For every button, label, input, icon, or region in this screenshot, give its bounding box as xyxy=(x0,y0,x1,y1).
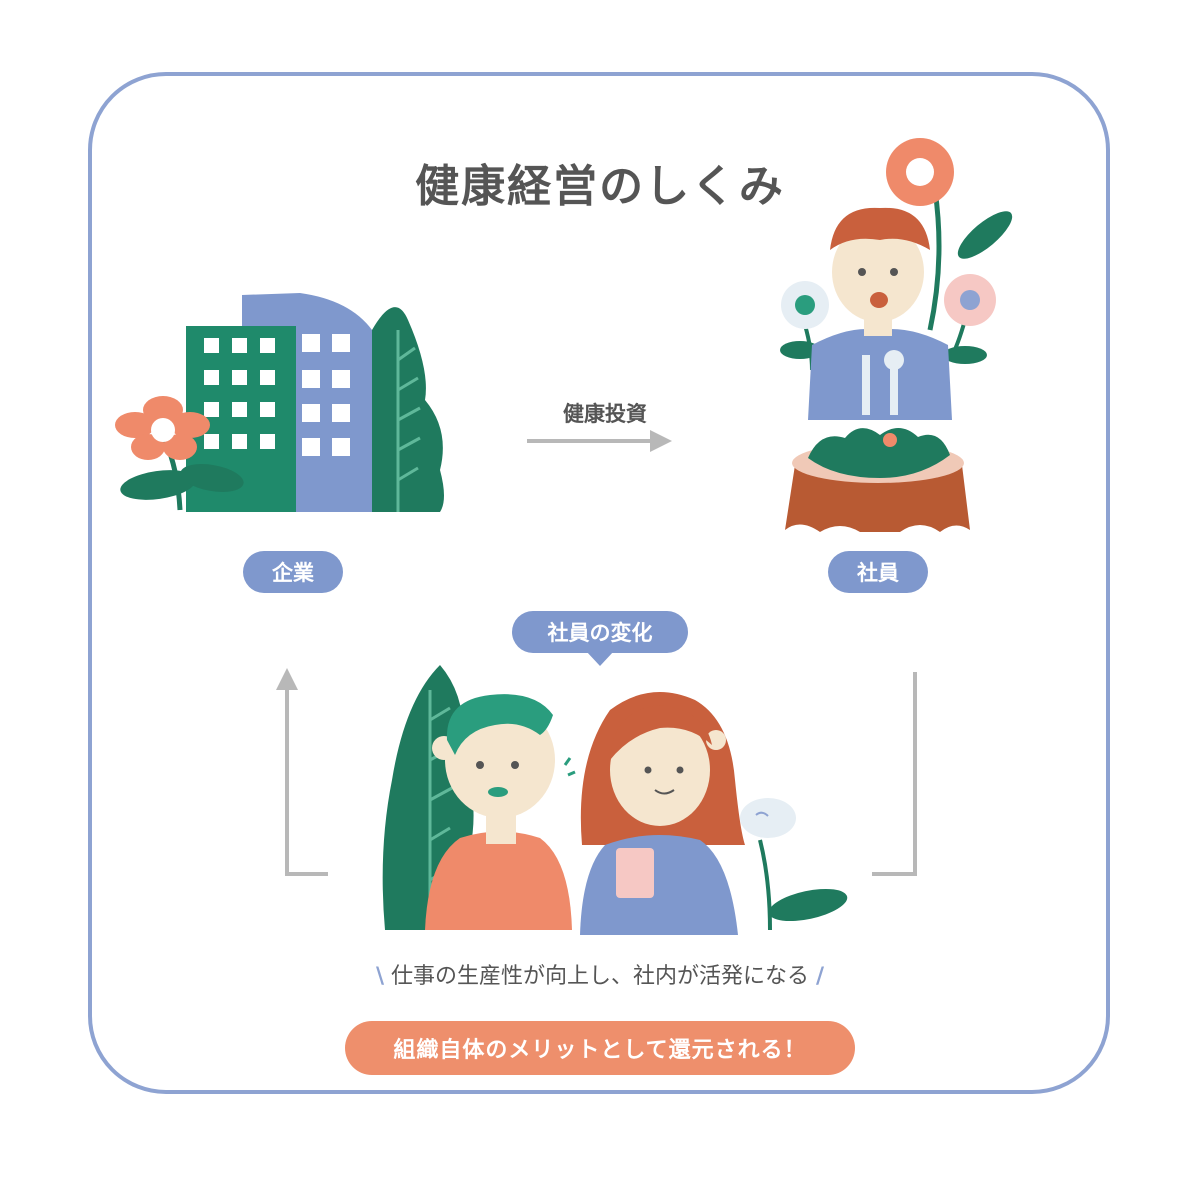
arrow-up-icon xyxy=(276,668,328,876)
node-employee: 社員 xyxy=(828,551,928,593)
flower-icon xyxy=(115,396,244,511)
arrow-label: 健康投資 xyxy=(563,402,647,426)
arrow-right-icon xyxy=(527,430,672,452)
node-change: 社員の変化 xyxy=(512,611,688,653)
summary-line: \ 仕事の生産性が向上し、社内が活発になる / xyxy=(0,958,1200,990)
employee-illustration xyxy=(780,138,1013,532)
summary-text: 仕事の生産性が向上し、社内が活発になる xyxy=(390,964,809,989)
connector-line-right xyxy=(872,672,917,876)
diagram-frame xyxy=(88,72,1110,1094)
slash-right: / xyxy=(816,964,825,989)
slash-left: \ xyxy=(375,964,384,989)
node-company: 企業 xyxy=(243,551,343,593)
colleagues-illustration xyxy=(382,665,848,935)
result-badge: 組織自体のメリットとして還元される！ xyxy=(345,1021,855,1075)
page-title: 健康経営のしくみ xyxy=(415,161,785,212)
